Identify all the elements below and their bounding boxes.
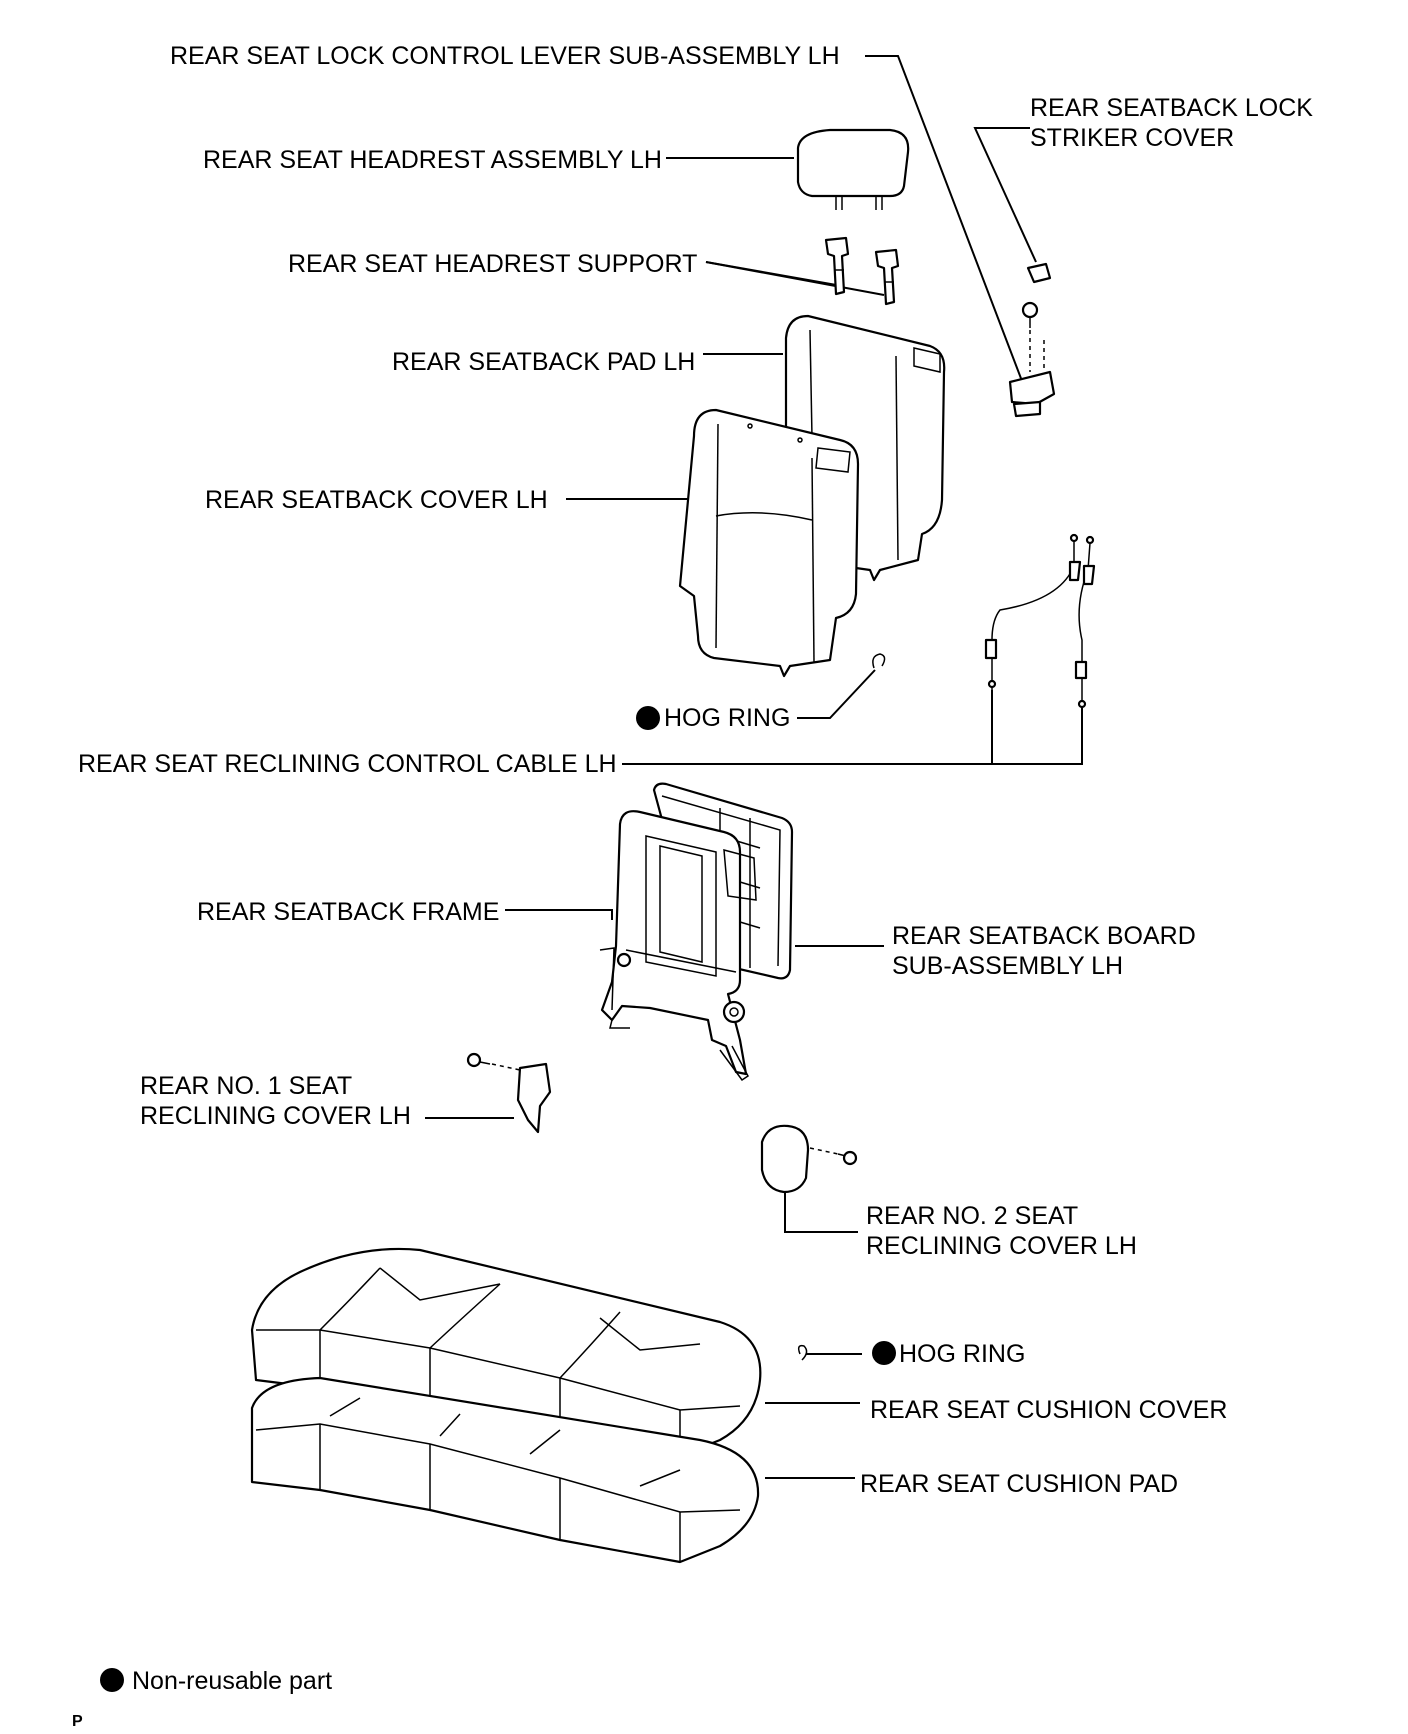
corner-code: P (72, 1713, 83, 1730)
label-seatback-board-line1: REAR SEATBACK BOARD (892, 922, 1196, 950)
label-headrest-assembly: REAR SEAT HEADREST ASSEMBLY LH (203, 146, 662, 174)
reclining-cable-drawing (984, 533, 1096, 709)
reclining-cover-2-drawing (760, 1124, 858, 1194)
non-reusable-dot-icon (872, 1341, 896, 1365)
lock-lever-drawing (1008, 262, 1056, 418)
headrest-drawing (796, 128, 910, 210)
label-hog-ring-lower: HOG RING (899, 1340, 1025, 1368)
hog-ring-lower-drawing (797, 1344, 808, 1361)
leader-lines (425, 55, 1083, 1479)
seatback-frame-drawing (599, 810, 757, 1082)
label-hog-ring-upper: HOG RING (664, 704, 790, 732)
label-reclining-cover-2-line1: REAR NO. 2 SEAT (866, 1202, 1078, 1230)
label-reclining-cover-1-line1: REAR NO. 1 SEAT (140, 1072, 352, 1100)
label-seatback-board-line2: SUB-ASSEMBLY LH (892, 952, 1123, 980)
non-reusable-dot-icon (636, 706, 660, 730)
label-lock-control-lever: REAR SEAT LOCK CONTROL LEVER SUB-ASSEMBL… (170, 42, 840, 70)
cushion-pad-drawing (250, 1376, 760, 1564)
label-reclining-cover-1-line2: RECLINING COVER LH (140, 1102, 411, 1130)
label-headrest-support: REAR SEAT HEADREST SUPPORT (288, 250, 697, 278)
label-seatback-frame: REAR SEATBACK FRAME (197, 898, 499, 926)
seatback-cover-drawing (678, 408, 860, 678)
label-reclining-cover-2-line2: RECLINING COVER LH (866, 1232, 1137, 1260)
hog-ring-upper-drawing (872, 653, 886, 669)
legend-black-dot-icon (100, 1668, 124, 1692)
cushion-cover-drawing (250, 1247, 762, 1458)
reclining-cover-1-drawing (466, 1052, 552, 1134)
label-seatback-cover: REAR SEATBACK COVER LH (205, 486, 548, 514)
label-cushion-cover: REAR SEAT CUSHION COVER (870, 1396, 1227, 1424)
label-striker-cover-line2: STRIKER COVER (1030, 124, 1234, 152)
label-striker-cover-line1: REAR SEATBACK LOCK (1030, 94, 1313, 122)
label-cushion-pad: REAR SEAT CUSHION PAD (860, 1470, 1178, 1498)
headrest-support-drawing (824, 236, 900, 306)
label-seatback-pad: REAR SEATBACK PAD LH (392, 348, 695, 376)
legend-text: Non-reusable part (132, 1667, 332, 1695)
label-reclining-control-cable: REAR SEAT RECLINING CONTROL CABLE LH (78, 750, 617, 778)
